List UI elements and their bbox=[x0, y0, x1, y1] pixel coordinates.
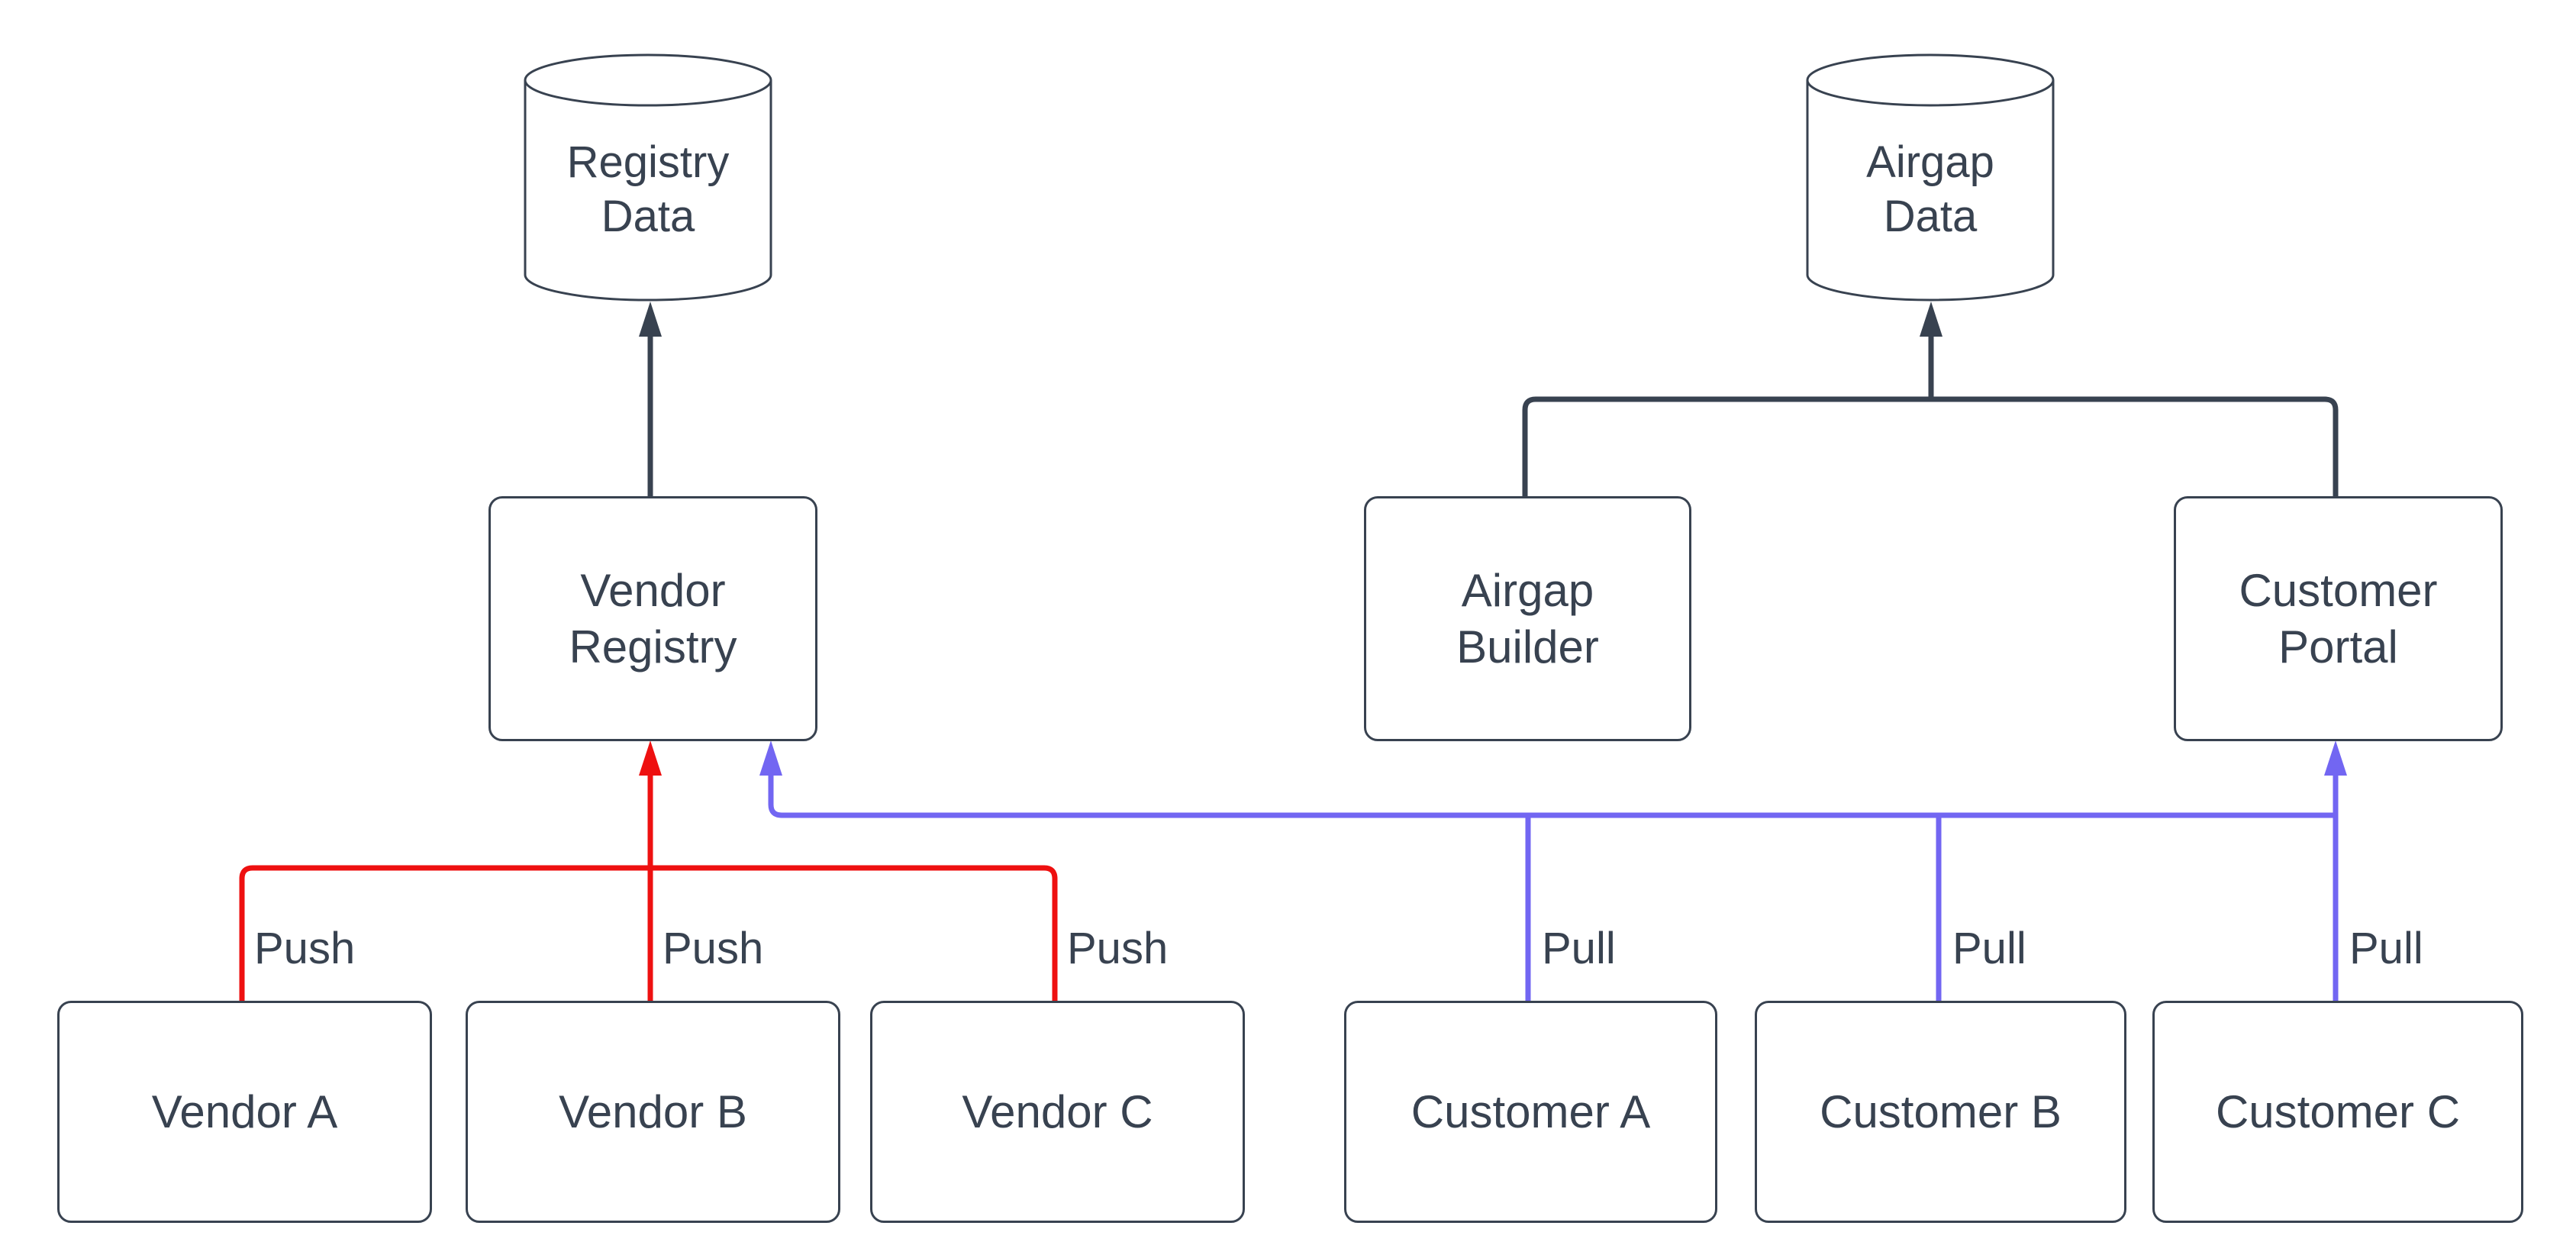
cylinder-label-registry-data: Registry Data bbox=[525, 136, 771, 244]
edge-label-pull-customer-a: Pull bbox=[1542, 924, 1616, 973]
airgap-data-label-line2: Data bbox=[1883, 191, 1978, 241]
edge-label-push-vendor-a: Push bbox=[254, 924, 356, 973]
node-customer-c: Customer C bbox=[2152, 1001, 2523, 1223]
arrowhead-airgap-data bbox=[1920, 302, 1942, 337]
customer-portal-label-line2: Portal bbox=[2278, 621, 2398, 673]
edge-builder-portal-bus bbox=[1522, 396, 2339, 499]
node-vendor-a: Vendor A bbox=[57, 1001, 432, 1223]
node-customer-portal: Customer Portal bbox=[2174, 496, 2503, 741]
airgap-builder-label-line1: Airgap bbox=[1461, 565, 1594, 617]
vendor-registry-label-line2: Registry bbox=[569, 621, 737, 673]
vendor-a-label: Vendor A bbox=[151, 1085, 338, 1137]
arrowhead-pull-vendor-registry bbox=[759, 740, 782, 776]
customer-b-label: Customer B bbox=[1820, 1085, 2062, 1137]
customer-c-label: Customer C bbox=[2215, 1085, 2461, 1137]
node-customer-a: Customer A bbox=[1344, 1001, 1717, 1223]
vendor-registry-label-line1: Vendor bbox=[580, 565, 726, 617]
edge-pull-bus bbox=[768, 771, 2339, 818]
cylinder-registry-data bbox=[524, 53, 772, 302]
node-customer-b: Customer B bbox=[1755, 1001, 2126, 1223]
registry-data-label-line1: Registry bbox=[566, 137, 730, 187]
node-vendor-c: Vendor C bbox=[870, 1001, 1245, 1223]
arrowhead-pull-customer-portal bbox=[2324, 740, 2347, 776]
airgap-builder-label-line2: Builder bbox=[1456, 621, 1599, 673]
airgap-data-label-line1: Airgap bbox=[1866, 137, 1994, 187]
node-vendor-b: Vendor B bbox=[466, 1001, 840, 1223]
edge-label-push-vendor-b: Push bbox=[663, 924, 764, 973]
customer-a-label: Customer A bbox=[1411, 1085, 1651, 1137]
customer-portal-label-line1: Customer bbox=[2239, 565, 2438, 617]
registry-data-label-line2: Data bbox=[601, 191, 695, 241]
cylinder-airgap-data bbox=[1806, 53, 2055, 302]
node-vendor-registry: Vendor Registry bbox=[488, 496, 817, 741]
cylinder-label-airgap-data: Airgap Data bbox=[1807, 136, 2053, 244]
vendor-b-label: Vendor B bbox=[559, 1085, 747, 1137]
cylinder-airgap-data-rim bbox=[1806, 79, 2055, 107]
node-airgap-builder: Airgap Builder bbox=[1364, 496, 1691, 741]
edge-label-pull-customer-b: Pull bbox=[1952, 924, 2026, 973]
vendor-c-label: Vendor C bbox=[962, 1085, 1153, 1137]
cylinder-registry-data-rim bbox=[524, 79, 772, 107]
arrowhead-push-vendor-registry bbox=[639, 740, 662, 776]
arrowhead-registry-data bbox=[639, 302, 662, 337]
edge-label-push-vendor-c: Push bbox=[1067, 924, 1169, 973]
edge-label-pull-customer-c: Pull bbox=[2349, 924, 2423, 973]
